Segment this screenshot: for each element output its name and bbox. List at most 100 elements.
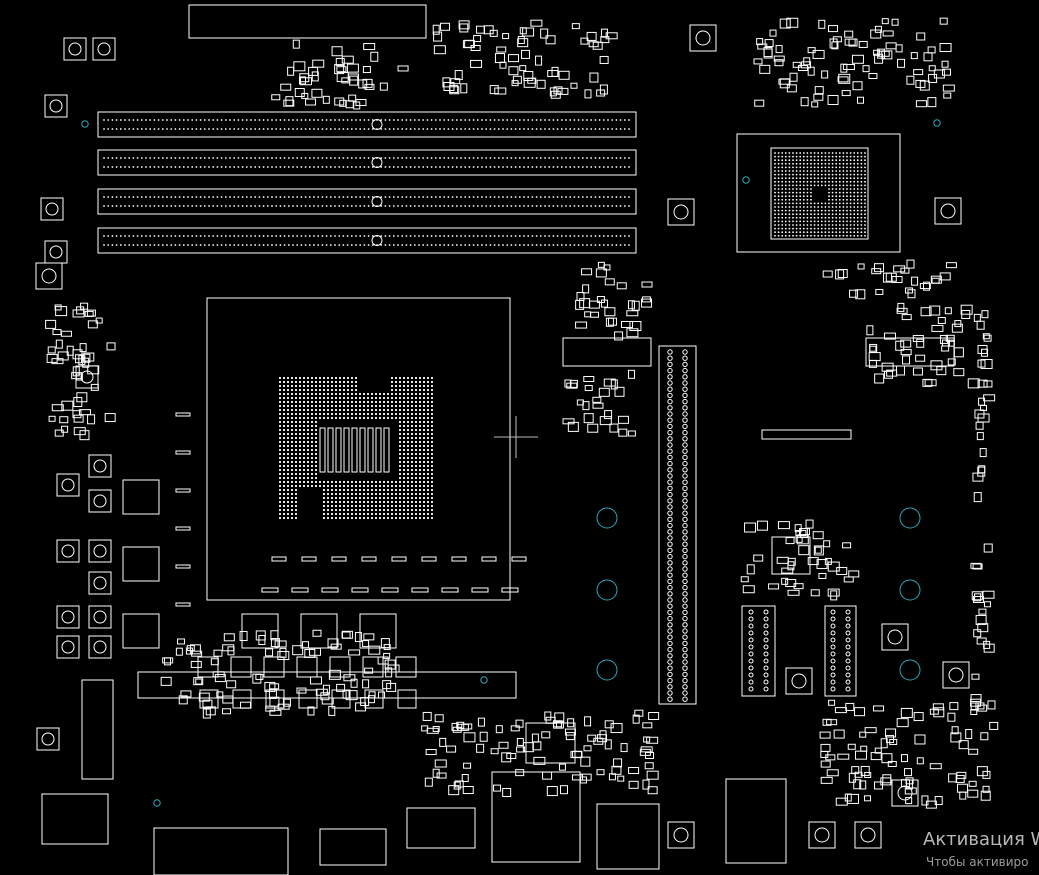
chipset-ball (774, 191, 776, 194)
dimm-pin (321, 205, 324, 207)
dimm-pin (145, 119, 147, 121)
dimm-pin (157, 157, 160, 159)
cpu-pad (414, 504, 418, 508)
cpu-pad (286, 408, 290, 412)
passive-component (632, 714, 640, 724)
cpu-pad (342, 400, 346, 404)
passive-component (560, 785, 569, 795)
dimm-pin (422, 166, 425, 168)
chipset-ball (849, 220, 852, 223)
cpu-pad (430, 436, 434, 440)
atx-pin (682, 473, 688, 479)
cpu-pad (326, 376, 330, 380)
passive-component (987, 700, 996, 710)
cpu-pad (322, 404, 326, 408)
chipset-ball (777, 234, 780, 237)
dimm-pin (195, 205, 198, 207)
dimm-pin (170, 244, 173, 246)
dimm-pin (460, 244, 462, 246)
dimm-pin (388, 119, 391, 121)
dimm-pin (103, 205, 105, 207)
chipset-ball (828, 220, 830, 223)
dimm-pin (615, 166, 618, 168)
cpu-pad (298, 428, 302, 432)
cpu-pad (354, 516, 358, 520)
chipset-ball (838, 152, 841, 154)
dimm-pin (489, 157, 492, 159)
cpu-core-strip (375, 427, 382, 473)
passive-component (974, 593, 982, 602)
cpu-pad (418, 512, 422, 516)
chipset-ball (824, 216, 827, 219)
cpu-pad (326, 480, 330, 484)
cpu-pad (354, 484, 358, 488)
dimm-pin (338, 166, 341, 168)
dimm-pin (502, 196, 504, 198)
cpu-pad (326, 508, 330, 512)
cpu-pad (290, 444, 294, 448)
dimm-pin (170, 235, 173, 237)
chipset-ball (860, 206, 863, 208)
dimm-pin (258, 157, 261, 159)
chipset-ball (860, 234, 863, 237)
dimm-pin (443, 196, 446, 198)
cpu-pad (374, 408, 378, 412)
chipset-ball (802, 220, 805, 223)
passive-component (973, 492, 982, 503)
chipset-ball (777, 162, 780, 165)
passive-component (355, 99, 367, 107)
dimm-pin (258, 128, 261, 130)
chipset-ball (824, 173, 827, 176)
passive-component (287, 66, 295, 76)
passive-component (362, 78, 373, 88)
cpu-pad (414, 452, 418, 456)
chipset-ball (774, 184, 776, 187)
chipset-ball (802, 184, 805, 187)
passive-component (789, 72, 798, 82)
chipset-ball (860, 162, 863, 165)
cpu-pad (422, 460, 426, 464)
dimm-pin (607, 157, 609, 159)
dimm-pin (569, 157, 572, 159)
cpu-pad (422, 516, 426, 520)
chipset-ball (817, 202, 820, 205)
dimm-pin (464, 128, 467, 130)
dimm-pin (350, 166, 353, 168)
dimm-pin (514, 128, 517, 130)
cpu-pad (410, 384, 414, 388)
chipset-ball (799, 180, 802, 183)
cpu-pad (294, 436, 298, 440)
dimm-pin (380, 128, 383, 130)
dimm-pin (628, 157, 630, 159)
dimm-pin (111, 244, 114, 246)
chipset-ball (853, 177, 856, 180)
dimm-pin (187, 196, 189, 198)
dimm-pin (111, 205, 114, 207)
cpu-pad (354, 388, 358, 392)
passive-component (57, 351, 69, 361)
cpu-pad (322, 484, 326, 488)
chipset-ball (817, 170, 820, 172)
dimm-pin (493, 157, 496, 159)
dimm-pin (451, 196, 454, 198)
dimm-pin (602, 205, 605, 207)
chipset-ball (838, 220, 841, 223)
chipset-ball (813, 170, 816, 172)
cpu-pad (342, 512, 346, 516)
passive-component (913, 712, 924, 722)
passive-component (965, 729, 973, 740)
dimm-pin (224, 166, 227, 168)
passive-component (349, 75, 359, 86)
atx-pin (667, 665, 673, 671)
chipset-ball (846, 216, 848, 219)
dimm-pin (136, 128, 139, 130)
dimm-pin (220, 196, 223, 198)
cpu-pad (286, 456, 290, 460)
dimm-pin (334, 166, 336, 168)
dimm-pin (455, 205, 458, 207)
cpu-pad (290, 504, 294, 508)
dimm-pin (371, 128, 374, 130)
chipset-ball (853, 213, 856, 216)
cpu-pad (358, 480, 362, 484)
